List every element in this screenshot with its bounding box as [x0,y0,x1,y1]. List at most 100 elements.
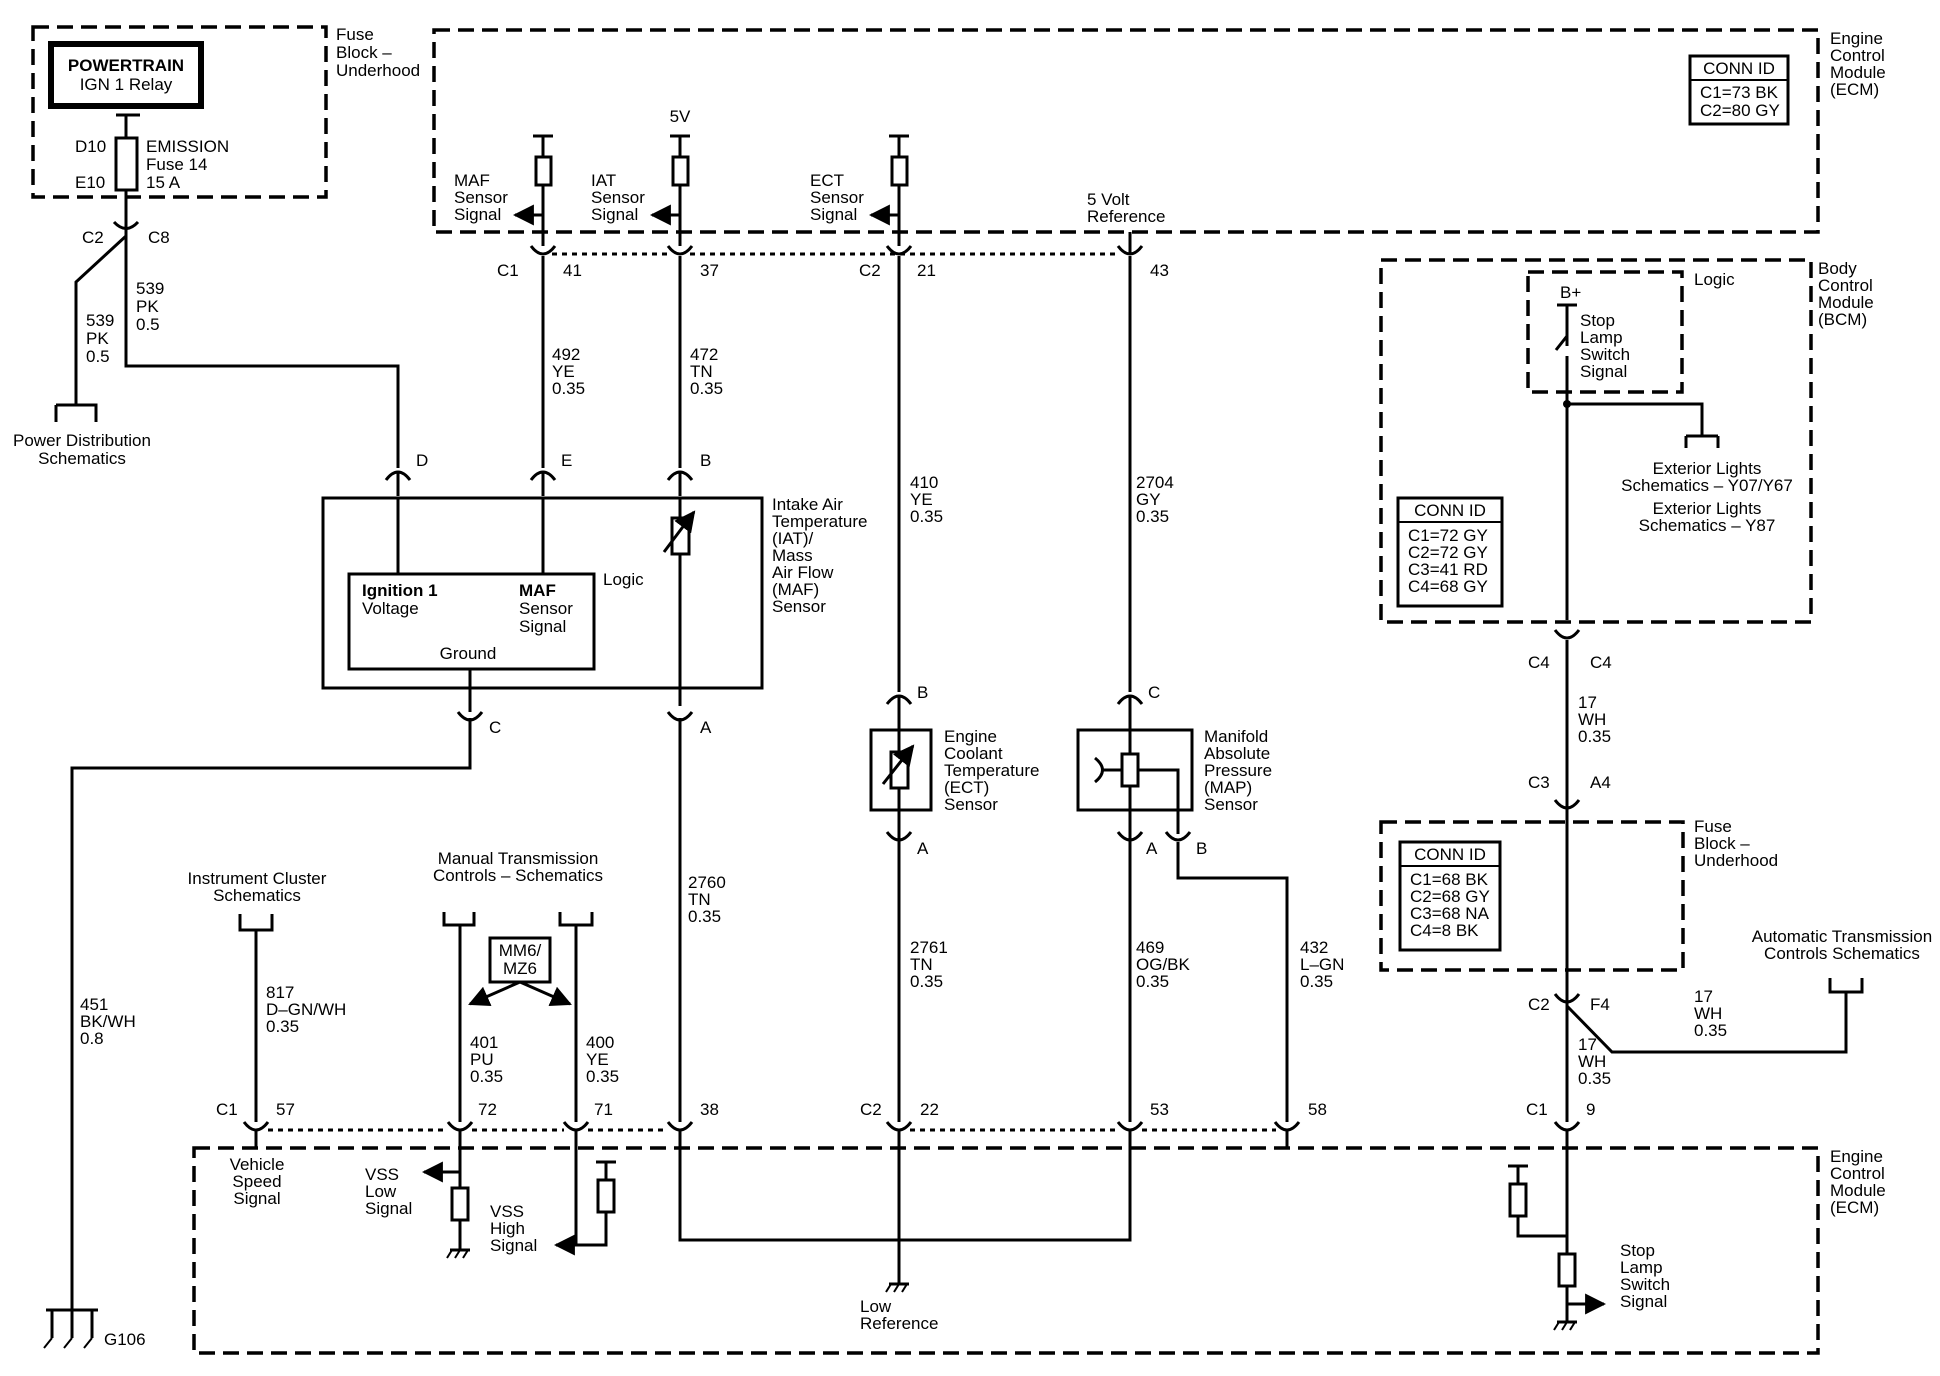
fuse-block-label-1: Fuse [336,25,374,44]
ect-name-2: Coolant [944,744,1003,763]
ect-name-1: Engine [944,727,997,746]
wire-469-gauge: 0.35 [1136,972,1169,991]
bcm-label-4: (BCM) [1818,310,1867,329]
fb-label-1: Fuse [1694,817,1732,836]
ecm-bottom-pin-57: 57 [276,1100,295,1119]
map-name-5: Sensor [1204,795,1258,814]
ext-lights-2a: Exterior Lights [1653,499,1762,518]
fuse-name: EMISSION [146,137,229,156]
wire-539-right-circuit: 539 [136,279,164,298]
bcm-label-1: Body [1818,259,1857,278]
wire-2704-color: GY [1136,490,1161,509]
bcm-b-plus: B+ [1560,283,1581,302]
ecm-bottom-label-2: Control [1830,1164,1885,1183]
power-dist-2: Schematics [38,449,126,468]
low-reference-2: Reference [860,1314,938,1333]
fb-label-2: Block – [1694,834,1750,853]
ecm-top-pin-c1: C1 [497,261,519,280]
fb-conn-id-2: C2=68 GY [1410,887,1490,906]
wire-410-color: YE [910,490,933,509]
wire-401-gauge: 0.35 [470,1067,503,1086]
iat-pin-d: D [416,451,428,470]
mm6-option-2: MZ6 [503,959,537,978]
iat-signal-2: Sensor [591,188,645,207]
vss-high-3: Signal [490,1236,537,1255]
ecm-top-label-3: Module [1830,63,1886,82]
ecm-bottom-pin-58: 58 [1308,1100,1327,1119]
iat-logic: Logic [603,570,644,589]
instrument-cluster-1: Instrument Cluster [188,869,327,888]
map-pin-a: A [1146,839,1158,858]
iat-signal-1: IAT [591,171,616,190]
manual-trans-1: Manual Transmission [438,849,599,868]
vehicle-speed-1: Vehicle [230,1155,285,1174]
wire-2704-gauge: 0.35 [1136,507,1169,526]
auto-trans-1: Automatic Transmission [1752,927,1932,946]
wire-17-top-circuit: 17 [1578,693,1597,712]
vss-low-1: VSS [365,1165,399,1184]
five-volt-ref-2: Reference [1087,207,1165,226]
wire-2760-circuit: 2760 [688,873,726,892]
fb-label-3: Underhood [1694,851,1778,870]
ecm-bottom-pin-c2: C2 [860,1100,882,1119]
ext-lights-1b: Schematics – Y07/Y67 [1621,476,1793,495]
wire-451-color: BK/WH [80,1012,136,1031]
mm6-option-box [488,936,552,984]
ground-g106-icon [43,1308,98,1349]
wire-410-circuit: 410 [910,473,938,492]
map-pin-b: B [1196,839,1207,858]
wire-401-circuit: 401 [470,1033,498,1052]
iat-name-5: Air Flow [772,563,834,582]
iat-name-2: Temperature [772,512,867,531]
mm6-option-1: MM6/ [499,941,542,960]
wire-17-bottom-color: WH [1578,1052,1606,1071]
map-name-2: Absolute [1204,744,1270,763]
ecm-top-pin-37: 37 [700,261,719,280]
ground-label: G106 [104,1330,146,1349]
wire-2704-circuit: 2704 [1136,473,1174,492]
powertrain-relay-box [48,41,204,109]
wire-472-gauge: 0.35 [690,379,723,398]
wire-817-color: D–GN/WH [266,1000,346,1019]
wire-17-right-circuit: 17 [1694,987,1713,1006]
bcm-conn-id-box [1396,496,1504,608]
wire-492-gauge: 0.35 [552,379,585,398]
bcm-label-2: Control [1818,276,1873,295]
wire-17-right-gauge: 0.35 [1694,1021,1727,1040]
wire-2761-circuit: 2761 [910,938,948,957]
wire-492-color: YE [552,362,575,381]
wire-2761-gauge: 0.35 [910,972,943,991]
wire-817-circuit: 817 [266,983,294,1002]
vss-high-2: High [490,1219,525,1238]
ecm-bottom-pin-72: 72 [478,1100,497,1119]
vehicle-speed-3: Signal [233,1189,280,1208]
bcm-conn-id-3: C3=41 RD [1408,560,1488,579]
ect-signal-1: ECT [810,171,844,190]
maf-internal-3: Signal [519,617,566,636]
fb-pin-f4: F4 [1590,995,1610,1014]
five-volt-ref-1: 5 Volt [1087,190,1130,209]
bcm-conn-id-4: C4=68 GY [1408,577,1488,596]
wire-432-circuit: 432 [1300,938,1328,957]
bcm-pin-c4-right: C4 [1590,653,1612,672]
map-pin-c: C [1148,683,1160,702]
ext-lights-1a: Exterior Lights [1653,459,1762,478]
ecm-bottom-pin-53: 53 [1150,1100,1169,1119]
wire-472-color: TN [690,362,713,381]
ecm-top-label-1: Engine [1830,29,1883,48]
power-dist-1: Power Distribution [13,431,151,450]
ect-signal-3: Signal [810,205,857,224]
auto-trans-2: Controls Schematics [1764,944,1920,963]
switch-label-3: Switch [1580,345,1630,364]
fb-conn-id-box [1398,840,1502,952]
ground-internal: Ground [440,644,497,663]
ect-name-4: (ECT) [944,778,989,797]
relay-title: POWERTRAIN [68,56,184,75]
wire-539-left-gauge: 0.5 [86,347,110,366]
fuse-block-right: C3 A4 Fuse Block – Underhood CONN ID C1=… [1379,773,1864,1054]
fb-conn-id-title: CONN ID [1414,845,1486,864]
wire-401-color: PU [470,1050,494,1069]
vehicle-speed-2: Speed [232,1172,281,1191]
fb-conn-id-1: C1=68 BK [1410,870,1489,889]
